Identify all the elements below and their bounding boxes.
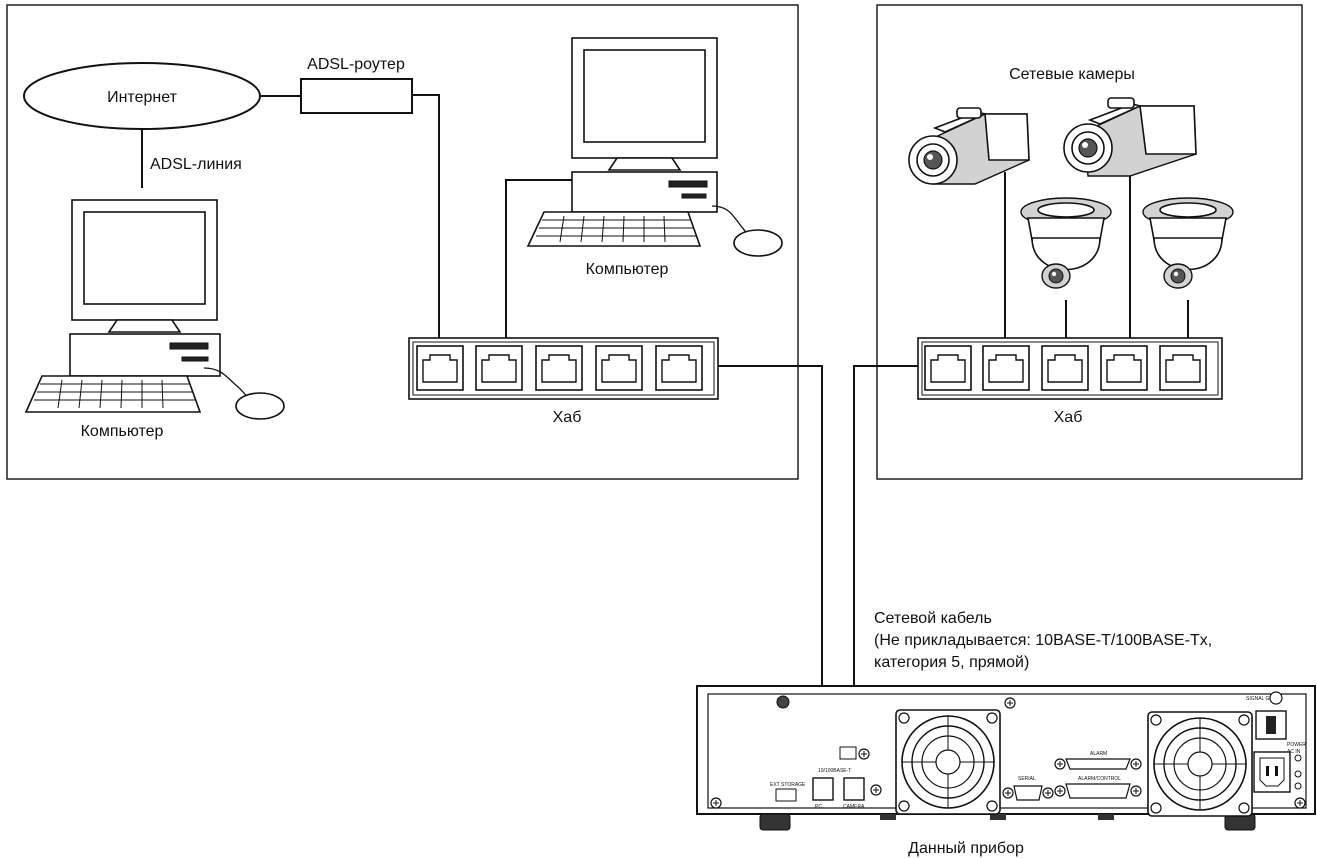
serial-port bbox=[1013, 785, 1043, 801]
cable-caption-line2: (Не прикладывается: 10BASE-T/100BASE-Tx, bbox=[874, 632, 1212, 649]
dome-camera-1 bbox=[1020, 197, 1112, 289]
signal-gnd-label: SIGNAL GND bbox=[1246, 696, 1277, 702]
office-network-frame bbox=[6, 4, 799, 480]
recorder-rear-panel: EXT STORAGE 10/100BASE-T PC CAMERA SERIA… bbox=[696, 685, 1316, 831]
computer-left-label: Компьютер bbox=[81, 423, 164, 440]
internet-cloud bbox=[23, 62, 261, 130]
gnd-screw-top bbox=[776, 695, 790, 709]
base-label: 10/100BASE-T bbox=[818, 768, 851, 774]
alarm-port bbox=[1065, 758, 1131, 770]
ac-in-label: AC IN bbox=[1287, 749, 1301, 755]
cable-caption-line3: категория 5, прямой) bbox=[874, 654, 1029, 671]
hub-left bbox=[408, 337, 719, 400]
device-label: Данный прибор bbox=[908, 840, 1024, 857]
alarm-control-port bbox=[1065, 783, 1131, 799]
box-camera-1 bbox=[908, 107, 1030, 185]
network-cameras-label: Сетевые камеры bbox=[1009, 66, 1135, 83]
cable-caption-line1: Сетевой кабель bbox=[874, 610, 992, 627]
box-camera-2 bbox=[1063, 97, 1197, 177]
power-label: POWER bbox=[1287, 742, 1306, 748]
adsl-line-label: ADSL-линия bbox=[150, 156, 242, 173]
camera-port-label: CAMERA bbox=[843, 804, 865, 810]
pc-port-label: PC bbox=[815, 804, 822, 810]
adsl-router-label: ADSL-роутер bbox=[307, 56, 405, 73]
computer-left bbox=[24, 199, 285, 420]
computer-right bbox=[526, 37, 783, 257]
internet-label: Интернет bbox=[107, 89, 177, 106]
camera-network-frame bbox=[876, 4, 1303, 480]
camera-port bbox=[843, 777, 865, 801]
alarm-label: ALARM bbox=[1090, 751, 1107, 757]
signal-gnd-screw bbox=[1269, 691, 1283, 705]
serial-label: SERIAL bbox=[1018, 776, 1036, 782]
computer-right-label: Компьютер bbox=[586, 261, 669, 278]
alarm-control-label: ALARM/CONTROL bbox=[1078, 776, 1121, 782]
hub-left-label: Хаб bbox=[553, 409, 582, 426]
hub-right bbox=[917, 337, 1223, 400]
ext-storage-label: EXT STORAGE bbox=[770, 782, 806, 788]
hub-right-label: Хаб bbox=[1054, 409, 1083, 426]
ext-storage-port bbox=[775, 788, 797, 802]
dome-camera-2 bbox=[1142, 197, 1234, 289]
adsl-router bbox=[300, 78, 413, 114]
pc-port bbox=[812, 777, 834, 801]
